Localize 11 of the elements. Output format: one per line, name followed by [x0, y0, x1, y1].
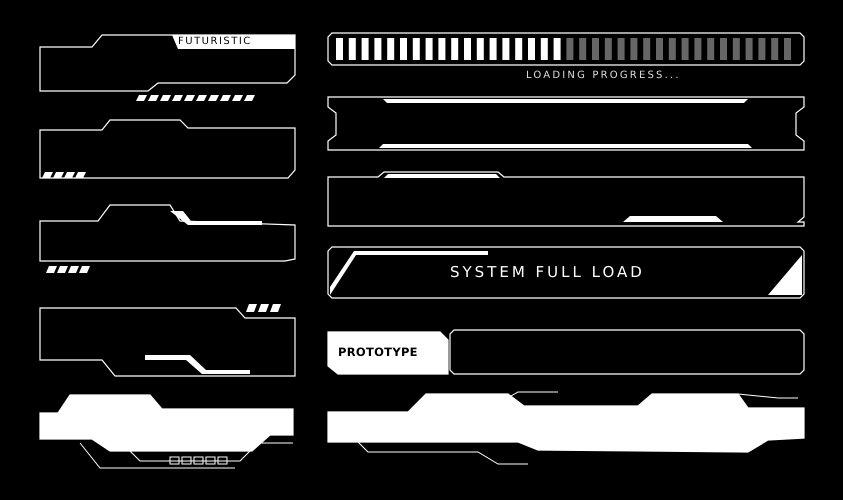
frame-title: LOADING PROGRESS... — [526, 70, 681, 81]
frame-title: FUTURISTIC — [178, 36, 252, 47]
frame-title: PROTOTYPE — [338, 345, 418, 359]
hud-frame — [40, 203, 295, 276]
hud-frame — [328, 172, 804, 227]
hud-frame — [328, 97, 804, 151]
hud-frame — [40, 393, 293, 471]
frame-title: SYSTEM FULL LOAD — [450, 263, 645, 281]
hud-frame — [328, 330, 449, 375]
hud-frame — [450, 330, 804, 375]
hud-frame — [328, 247, 804, 299]
